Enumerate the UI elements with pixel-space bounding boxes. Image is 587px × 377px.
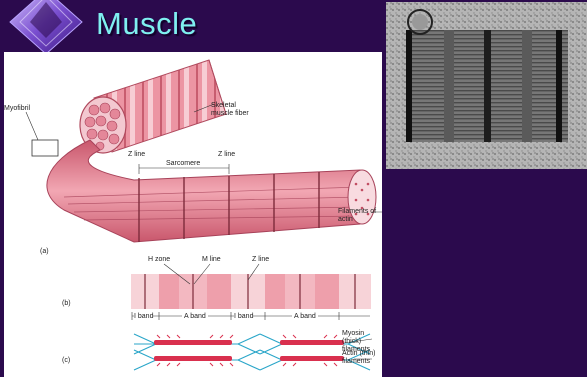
filaments-actin-label: Filaments of actin (338, 208, 382, 224)
panel-c-label: (c) (62, 357, 70, 364)
myofibril-label: Myofibril (4, 105, 30, 112)
sarcomere-label: Sarcomere (164, 160, 202, 167)
a-band-label-2: A band (292, 313, 318, 320)
i-band-label-1: I band (134, 313, 153, 320)
z-line-label-1: Z line (128, 151, 145, 158)
m-line-label: M line (202, 256, 221, 263)
actin-label: Actin (thin) filaments (342, 350, 382, 366)
panel-a-label: (a) (40, 248, 49, 255)
z-line-label-2: Z line (218, 151, 235, 158)
diamond-logo-icon (0, 0, 92, 52)
z-line-label-b: Z line (252, 256, 269, 263)
a-band-label-1: A band (182, 313, 208, 320)
slide-title: Muscle (96, 2, 197, 46)
electron-micrograph-image (386, 2, 587, 169)
i-band-label-2: I band (234, 313, 253, 320)
panel-b-label: (b) (62, 300, 71, 307)
skeletal-fiber-label: Skeletal muscle fiber (211, 102, 251, 118)
muscle-structure-figure: Myofibril Skeletal muscle fiber Z line Z… (4, 52, 382, 377)
h-zone-label: H zone (148, 256, 170, 263)
